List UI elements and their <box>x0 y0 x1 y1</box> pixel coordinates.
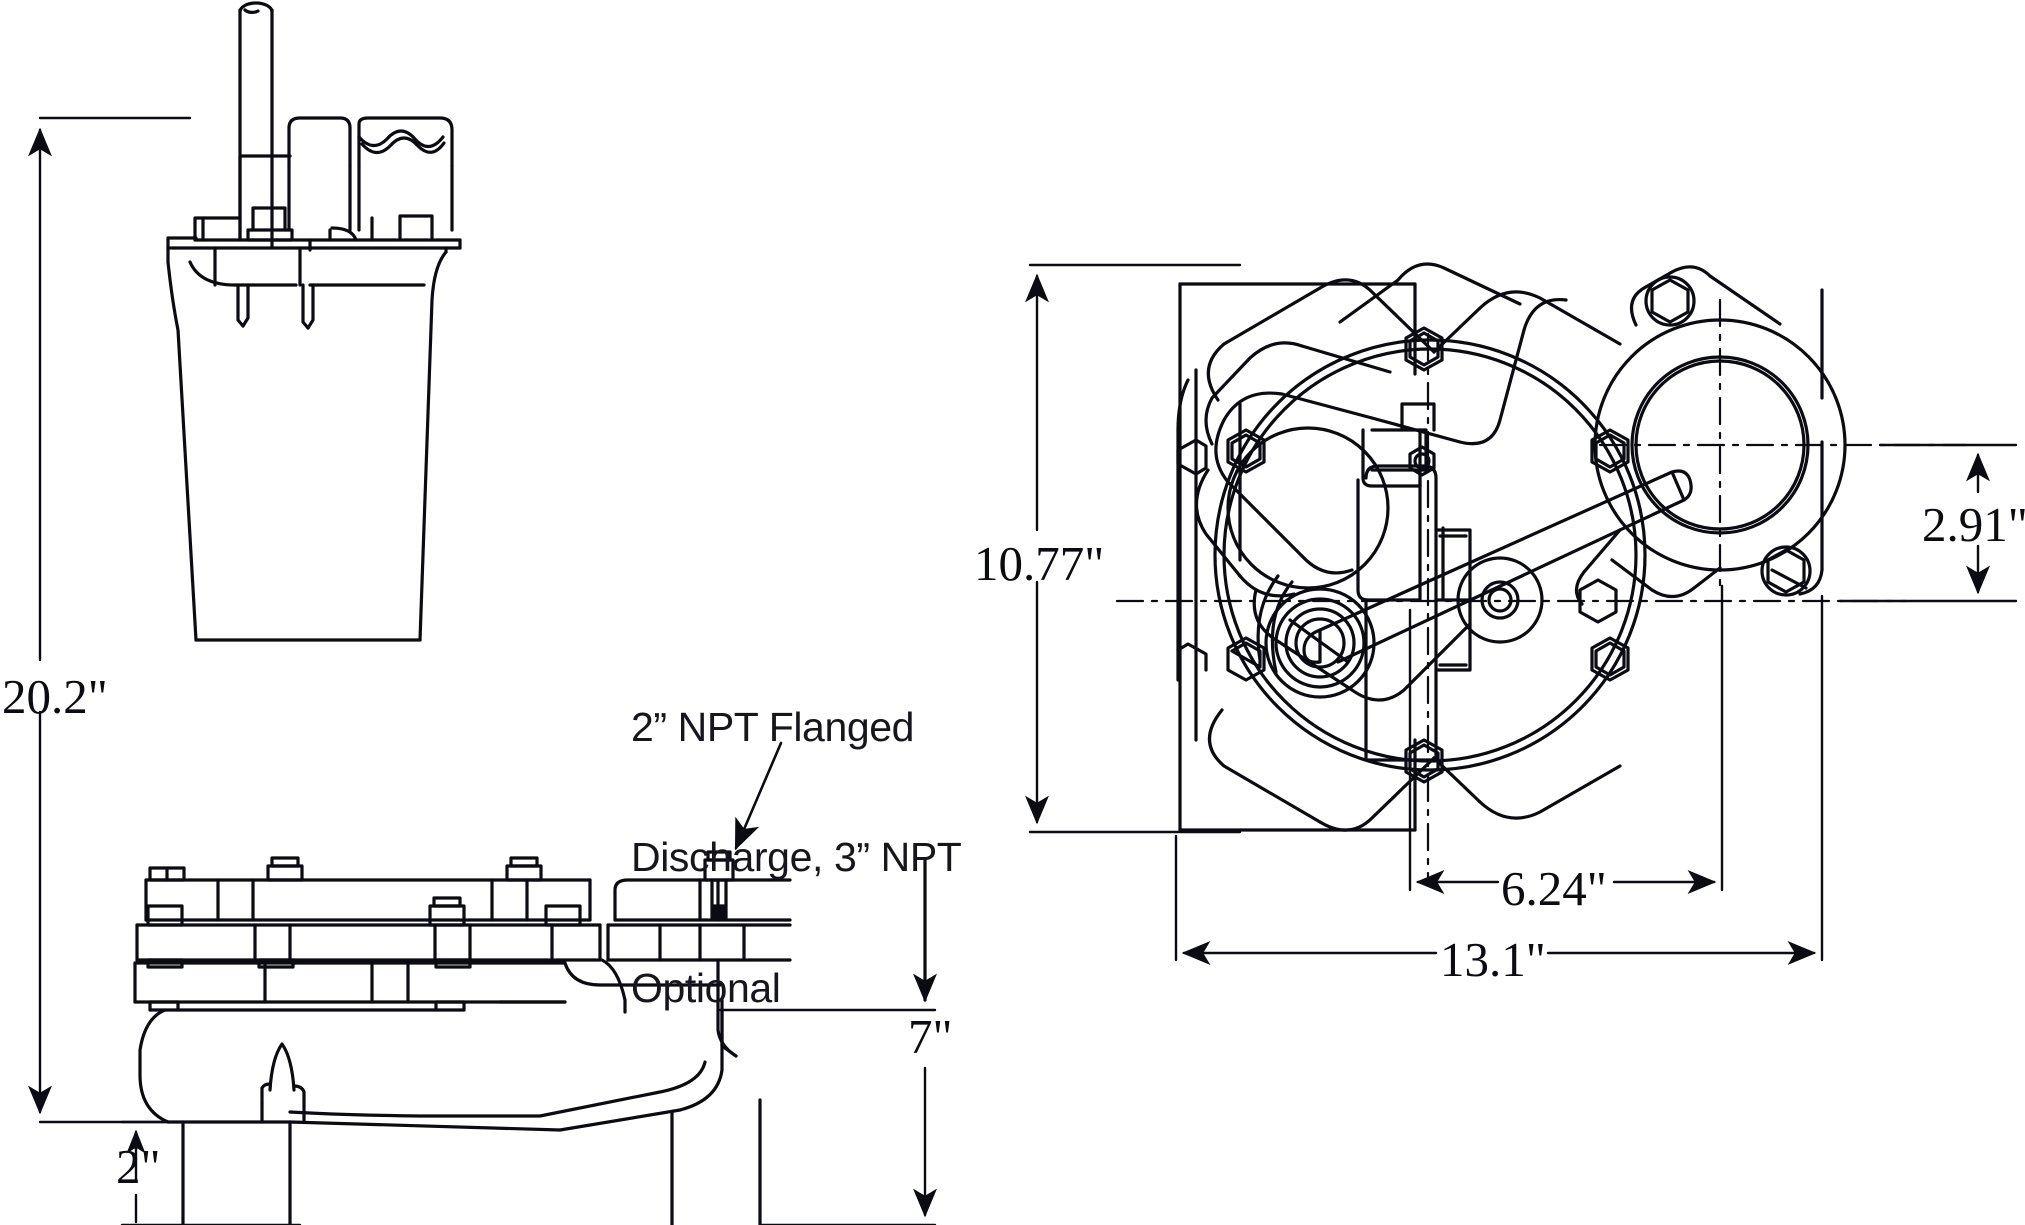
left-view-dimensions <box>28 116 937 1225</box>
note-leader <box>734 741 783 851</box>
discharge-note-line-1: 2” NPT Flanged <box>631 703 915 750</box>
shaft-hub <box>1264 587 1376 699</box>
cable-rod <box>238 1 274 250</box>
upper-flange-assembly <box>133 856 722 1012</box>
motor-top-plate <box>166 206 462 252</box>
motor-housing <box>166 246 448 642</box>
discharge-note-line-2: Discharge, 3” NPT <box>631 834 962 881</box>
dimension-label-bolt-span: 6.24" <box>1501 861 1607 916</box>
top-plan-view <box>1115 262 1968 882</box>
motor-top-fittings <box>238 116 454 242</box>
terminal-block <box>1356 402 1472 762</box>
discharge-note: 2” NPT Flanged Discharge, 3” NPT Optiona… <box>631 619 962 1097</box>
side-elevation-view <box>133 1 792 1225</box>
dimension-label-overall-height: 20.2" <box>2 669 108 724</box>
discharge-note-line-3: Optional <box>631 964 781 1011</box>
dimension-label-overall-width: 13.1" <box>1440 932 1546 987</box>
motor-flange-star <box>1194 262 1568 702</box>
dimension-label-foot-height: 2" <box>116 1139 161 1194</box>
dimension-label-base-height: 7" <box>908 1009 953 1064</box>
right-view-dimensions <box>1025 263 2018 965</box>
flange-bolts <box>1176 326 1630 784</box>
discharge-flange <box>600 850 792 1058</box>
center-boss <box>1456 556 1544 644</box>
arm-connector <box>1256 574 1294 674</box>
seal-port-circle <box>1226 426 1390 590</box>
dimension-label-flange-offset: 2.91" <box>1922 497 2025 552</box>
dimension-label-plan-height: 10.77" <box>974 536 1105 591</box>
